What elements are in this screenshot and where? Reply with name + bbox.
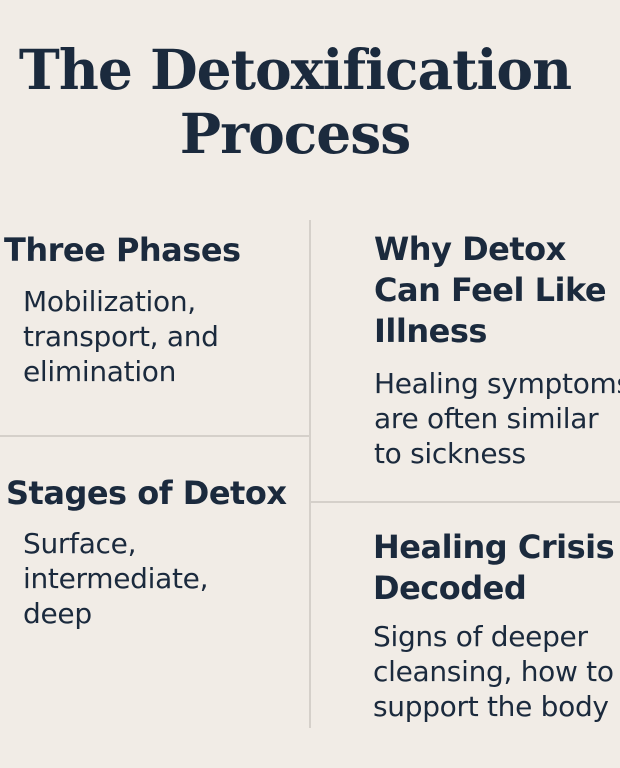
heading-line: Decoded — [373, 569, 527, 607]
heading-line: Can Feel Like — [374, 271, 607, 309]
section-why-detox-feels-like-illness: Why Detox Can Feel Like Illness Healing … — [374, 229, 620, 479]
section-body: Surface, intermediate, deep — [23, 527, 209, 630]
section-heading: Three Phases — [4, 231, 241, 269]
section-body: Mobilization, transport, and elimination — [23, 285, 219, 388]
title-line-2: Process — [179, 101, 411, 166]
right-horizontal-divider — [311, 501, 620, 503]
heading-line: Why Detox — [374, 230, 566, 268]
section-heading: Healing Crisis Decoded — [373, 527, 620, 609]
title-line-1: The Detoxification — [18, 37, 572, 102]
page-title: The Detoxification Process — [0, 38, 590, 166]
heading-line: Healing Crisis — [373, 528, 615, 566]
section-three-phases: Three Phases Mobilization, transport, an… — [4, 230, 304, 389]
section-heading: Stages of Detox — [6, 474, 287, 512]
heading-line: Illness — [374, 312, 487, 350]
section-body: Healing symptoms are often similar to si… — [374, 367, 620, 470]
section-heading: Why Detox Can Feel Like Illness — [374, 229, 620, 352]
left-horizontal-divider — [0, 435, 309, 437]
section-body: Signs of deeper cleansing, how to suppor… — [373, 620, 614, 723]
section-stages-of-detox: Stages of Detox Surface, intermediate, d… — [6, 473, 306, 631]
section-healing-crisis-decoded: Healing Crisis Decoded Signs of deeper c… — [373, 527, 620, 732]
vertical-divider — [309, 220, 311, 728]
